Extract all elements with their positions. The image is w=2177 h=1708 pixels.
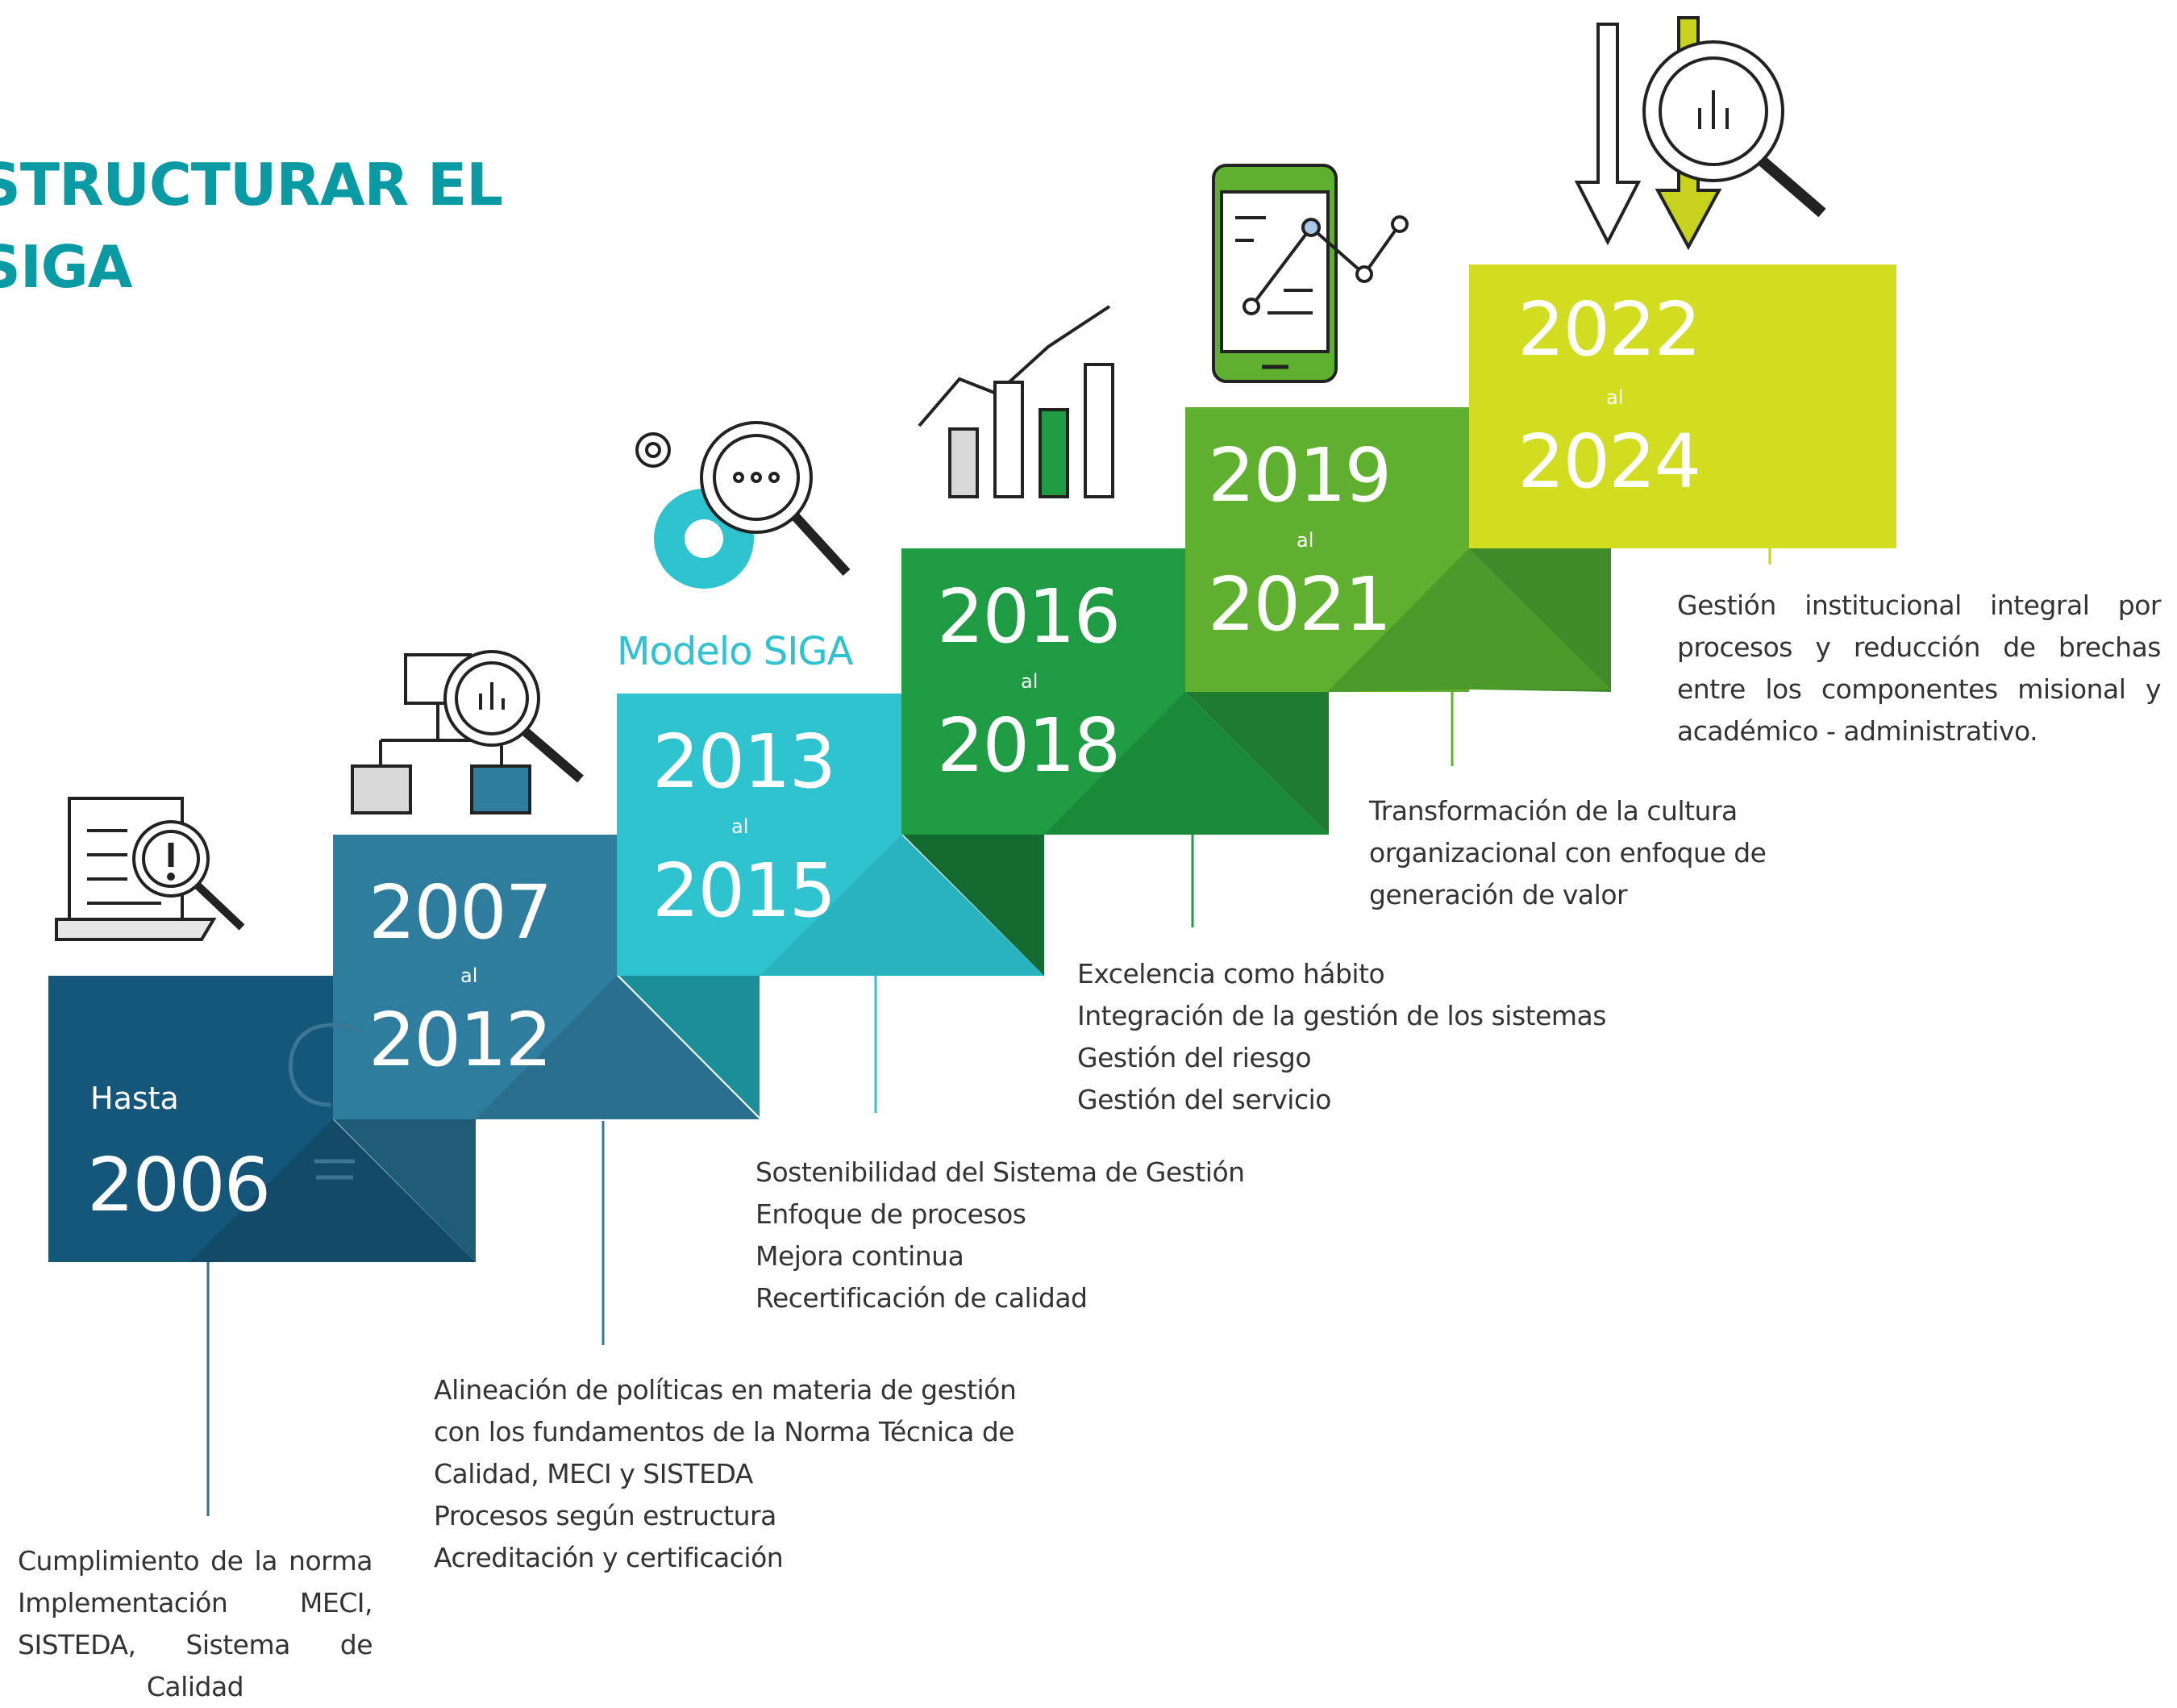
step-2007 [333,835,760,1262]
step-2007-description: Alineación de políticas en materia de ge… [434,1369,1071,1579]
step-2022-year-from: 2022 [1517,286,1701,373]
step-2019-year-from: 2019 [1208,432,1392,519]
smartphone-chart-icon [1212,164,1409,383]
gears-magnifier-icon [635,421,851,589]
list-item: Integración de la gestión de los sistema… [1077,1000,1606,1031]
step-2022-description: Gestión institucional integral por proce… [1677,585,2162,752]
step-2006-year: 2006 [87,1142,271,1228]
step-2016-connector: al [1021,670,1039,693]
step-2016-year-to: 2018 [937,702,1121,789]
step-2007-year-from: 2007 [368,869,552,956]
lightbulb-icon [288,1023,360,1180]
list-item: Gestión del servicio [1077,1084,1331,1115]
step-2013-year-to: 2015 [652,848,836,934]
list-item: Enfoque de procesos [755,1198,1026,1230]
page-title: STRUCTURAR EL SIGA [0,144,503,308]
step-2022-connector: al [1606,386,1624,409]
document-magnifier-alert-icon [55,797,245,941]
modelo-siga-label: Modelo SIGA [617,629,853,674]
step-2016-label: 2016 al 2018 [901,548,1185,835]
step-2019-connector: al [1297,529,1314,552]
org-chart-magnifier-icon [351,650,584,814]
list-item: Gestión del riesgo [1077,1042,1312,1073]
step-2006-label: Hasta 2006 [48,976,333,1262]
step-2019-description: Transformación de la cultura organizacio… [1369,790,1788,916]
page-title-line-1: STRUCTURAR EL [0,151,503,219]
step-2007-connector: al [460,964,478,987]
step-2006-description: Cumplimiento de la norma Implementación … [18,1540,373,1708]
step-2019-label: 2019 al 2021 [1185,407,1469,692]
step-2019-year-to: 2021 [1208,561,1392,648]
step-2013-label: 2013 al 2015 [617,694,901,976]
list-item: Transformación de la cultura organizacio… [1369,795,1767,910]
list-item: Alineación de políticas en materia de ge… [434,1374,1017,1489]
connector-lines [206,548,1771,1516]
step-2022-label: 2022 al 2024 [1469,265,1896,548]
step-2013-year-from: 2013 [652,719,836,805]
list-item: Gestión institucional integral por proce… [1677,589,2162,747]
list-item: Excelencia como hábito [1077,958,1385,989]
list-item: Acreditación y certificación [434,1542,784,1573]
step-2013-connector: al [731,815,749,838]
list-item: Sostenibilidad del Sistema de Gestión [755,1156,1245,1188]
step-2016 [901,548,1329,976]
step-2016-year-from: 2016 [937,573,1121,660]
step-2007-label: 2007 al 2012 [333,835,617,1119]
step-2013-description: Sostenibilidad del Sistema de Gestión En… [755,1152,1245,1319]
bar-chart-trend-icon [918,305,1114,498]
step-2022-year-to: 2024 [1517,419,1701,505]
list-item: Recertificación de calidad [755,1282,1088,1314]
list-item: Cumplimiento de la norma Implementación … [18,1545,373,1702]
step-2006 [48,976,476,1262]
step-2016-description: Excelencia como hábito Integración de la… [1077,953,1606,1121]
arrows-magnifier-chart-icon [1574,16,1826,251]
list-item: Mejora continua [755,1240,964,1272]
step-2013 [617,694,1044,1117]
page-title-line-2: SIGA [0,233,132,301]
list-item: Procesos según estructura [434,1500,776,1531]
step-2007-year-to: 2012 [368,997,552,1083]
step-2006-prefix: Hasta [90,1081,179,1116]
